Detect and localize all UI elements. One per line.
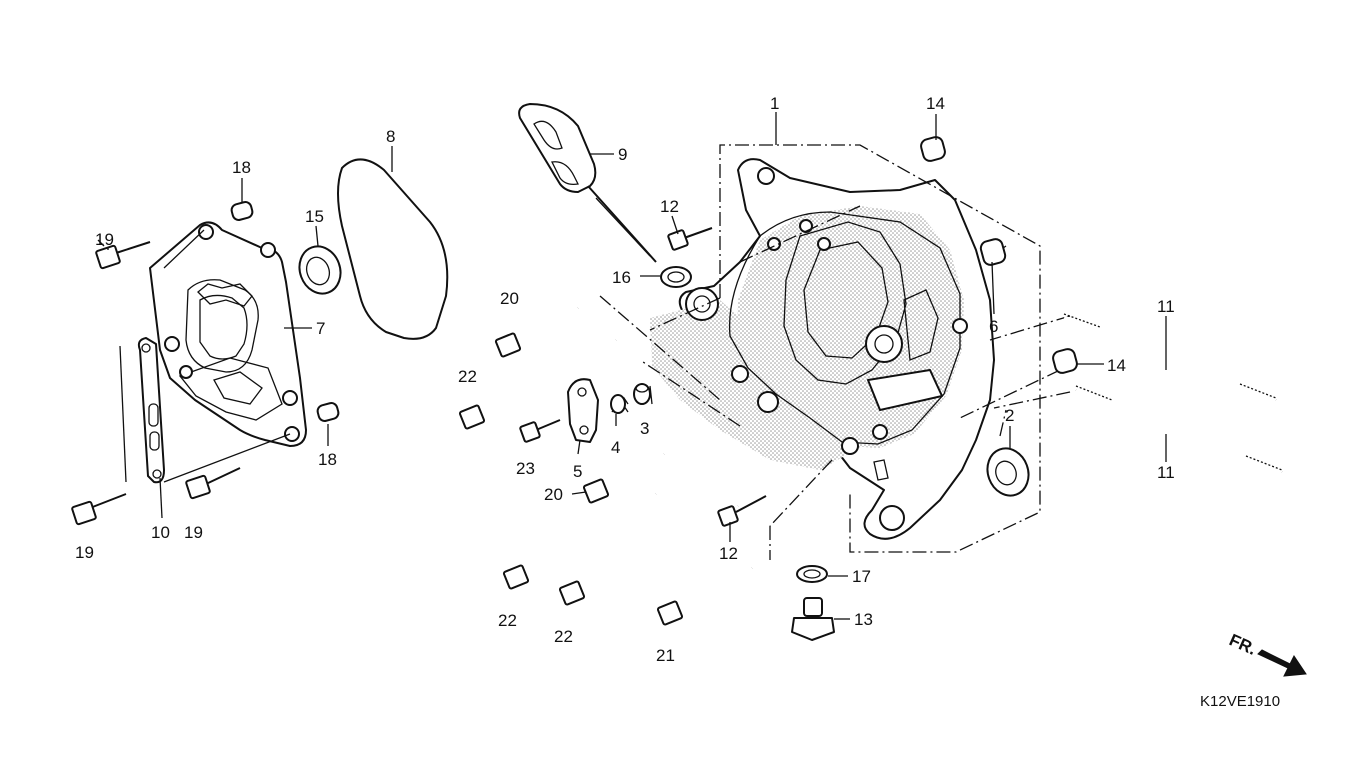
callout-18-lower: 18: [318, 450, 337, 469]
callout-2: 2: [1005, 406, 1014, 425]
callout-14-upper: 14: [926, 94, 945, 113]
drawing-code: K12VE1910: [1200, 693, 1280, 710]
callout-17: 17: [852, 567, 871, 586]
bracket-5: [567, 378, 599, 443]
bolt-22-lower-right: [558, 504, 739, 606]
bolt-19-lower-left: [71, 493, 127, 526]
drain-plug-13: [791, 597, 835, 641]
bolt-12-lower: [717, 495, 767, 527]
leader-lines: [97, 112, 1167, 620]
bolt-22-lower-left: [502, 492, 657, 590]
callout-19-upper: 19: [95, 230, 114, 249]
spring-4: [610, 394, 629, 414]
bolt-21: [656, 566, 753, 626]
callout-22-lower-left: 22: [498, 611, 517, 630]
callout-13: 13: [854, 610, 873, 629]
stud-bolt-11-upper: [1063, 313, 1277, 403]
bolt-20-upper: [494, 306, 579, 358]
callout-14-lower: 14: [1107, 356, 1126, 375]
crankcase-cover-1: [650, 158, 995, 540]
callout-5: 5: [573, 462, 582, 481]
dowel-pin-6: [979, 238, 1007, 266]
callout-22-lower-right: 22: [554, 627, 573, 646]
callout-21: 21: [656, 646, 675, 665]
callout-11-upper: 11: [1157, 297, 1175, 316]
o-ring-8: [337, 158, 449, 340]
callout-18-upper: 18: [232, 158, 251, 177]
bolt-22-upper: [458, 338, 617, 430]
front-direction-label: FR.: [1226, 630, 1259, 658]
front-direction-arrow: FR.: [1226, 630, 1307, 677]
assembly-outline-1: [599, 144, 1071, 560]
dowel-pin-18-lower: [316, 402, 340, 422]
bolt-12-upper: [667, 227, 713, 251]
bolt-23: [519, 419, 561, 443]
dowel-pin-14-upper: [920, 136, 946, 162]
callout-23: 23: [516, 459, 535, 478]
washer-16: [660, 266, 692, 288]
callout-19-lower-left: 19: [75, 543, 94, 562]
gasket-plate-10: [137, 337, 165, 484]
callout-labels: 1 2 3 4 5 6 7 8 9 10 11 11 12 12 13 14 1…: [75, 94, 1175, 665]
bolt-19-upper: [95, 241, 151, 270]
callout-3: 3: [640, 419, 649, 438]
plunger-3: [633, 383, 651, 405]
bearing-2: [986, 447, 1030, 497]
callout-9: 9: [618, 145, 627, 164]
stud-bolt-11-lower: [1075, 385, 1283, 475]
callout-20-upper: 20: [500, 289, 519, 308]
callout-1: 1: [770, 94, 779, 113]
cover-assembly-7: [149, 221, 307, 447]
callout-22-upper: 22: [458, 367, 477, 386]
dowel-pin-18-upper: [230, 201, 254, 221]
washer-17: [796, 565, 828, 583]
callout-12-upper: 12: [660, 197, 679, 216]
callout-20-lower: 20: [544, 485, 563, 504]
callout-12-lower: 12: [719, 544, 738, 563]
oil-seal-15: [298, 245, 342, 295]
callout-19-lower-right: 19: [184, 523, 203, 542]
dowel-pin-14-lower: [1052, 348, 1078, 374]
callout-6: 6: [989, 317, 998, 336]
callout-10: 10: [151, 523, 170, 542]
bolt-20-lower: [582, 452, 665, 504]
callout-15: 15: [305, 207, 324, 226]
callout-7: 7: [316, 319, 325, 338]
callout-4: 4: [611, 438, 620, 457]
callout-8: 8: [386, 127, 395, 146]
callout-11-lower: 11: [1157, 463, 1175, 482]
oil-dipstick-9: [518, 103, 657, 263]
bolt-19-lower-right: [185, 467, 241, 500]
callout-16: 16: [612, 268, 631, 287]
